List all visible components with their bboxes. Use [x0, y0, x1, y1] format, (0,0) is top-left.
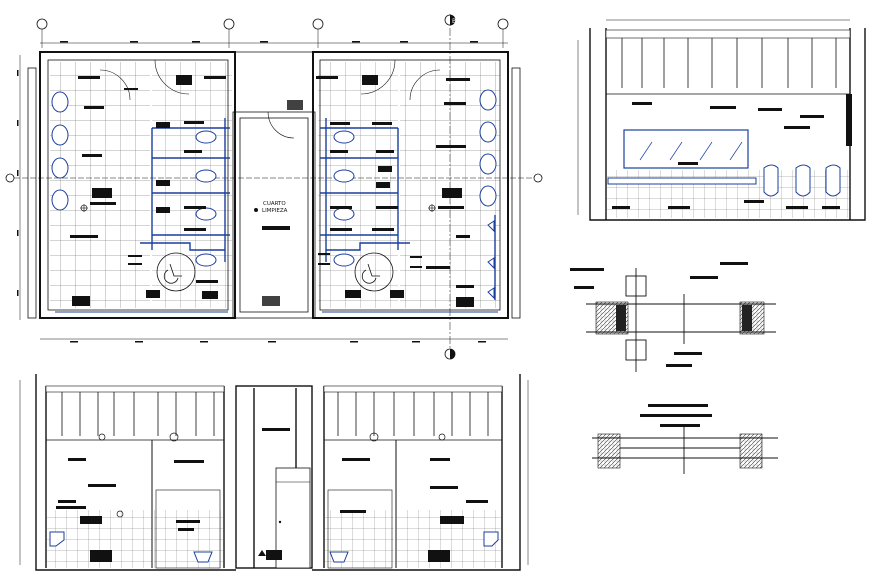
wheelchair-turning-circle	[156, 252, 394, 292]
elevation-bottom-left	[19, 374, 236, 571]
wall-section-detail-1	[570, 262, 776, 372]
elevation-bottom-right	[312, 374, 529, 571]
elevation-bottom-middle	[235, 385, 313, 569]
elevation-urinals	[577, 19, 866, 221]
north-section-marker: B	[444, 14, 456, 360]
toilet-fixture	[195, 130, 355, 267]
section-mark-top: B	[452, 18, 456, 25]
room-label-line1: CUARTO	[263, 201, 286, 207]
mirror	[623, 129, 749, 169]
lavatory-fixture	[51, 89, 497, 211]
wall-section-detail-2	[592, 404, 778, 474]
floor-plan: B	[5, 14, 543, 360]
room-label-line2: LIMPIEZA	[262, 208, 288, 214]
urinal-fixture	[487, 220, 495, 300]
level-marker	[80, 204, 436, 212]
